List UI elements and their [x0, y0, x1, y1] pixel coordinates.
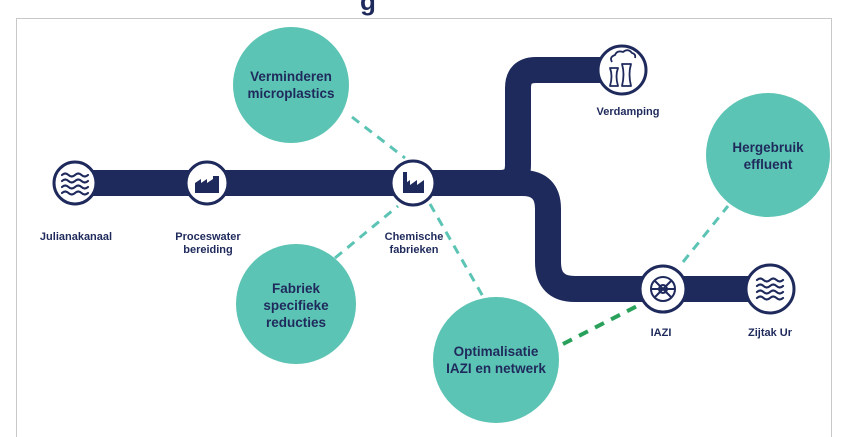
bubble-label-microplastics: Verminderen microplastics	[247, 69, 335, 101]
node-proceswater	[184, 160, 230, 206]
water-waves-icon	[755, 277, 785, 301]
connector-optimalisatie-chem	[428, 203, 487, 301]
connector-hergebruik	[681, 205, 730, 263]
connector-optimalisatie-iazi	[562, 301, 644, 346]
label-zijtak: Zijtak Ur	[747, 327, 792, 339]
label-chemische: Chemische fabrieken	[384, 231, 444, 256]
node-zijtak	[744, 263, 796, 315]
label-proceswater: Proceswater bereiding	[175, 231, 241, 256]
connector-fabriek	[334, 204, 399, 260]
connector-microplastics	[351, 115, 406, 160]
bubble-label-fabriek: Fabriek specifieke reducties	[263, 281, 329, 330]
frame-right-border	[831, 18, 832, 437]
bubble-optimalisatie	[433, 297, 559, 423]
water-waves-icon	[60, 172, 90, 196]
node-julianakanaal	[52, 160, 98, 206]
cooling-tower-icon	[609, 49, 637, 87]
pipe-branch	[470, 170, 770, 302]
bubble-label-hergebruik: Hergebruik effluent	[732, 140, 804, 172]
label-iazi: IAZI	[650, 327, 672, 339]
factory-icon	[195, 176, 219, 193]
node-verdamping	[596, 44, 648, 96]
label-julianakanaal: Julianakanaal	[39, 231, 113, 243]
title-fragment: g	[360, 0, 376, 16]
label-verdamping: Verdamping	[596, 106, 660, 118]
bubble-microplastics	[233, 27, 349, 143]
frame-top-border	[16, 18, 832, 19]
bubble-fabriek	[236, 244, 356, 364]
treatment-plant-icon	[650, 276, 676, 302]
frame-left-border	[16, 18, 17, 437]
factory-icon	[403, 172, 424, 193]
node-chemische	[389, 159, 437, 207]
node-iazi	[638, 264, 688, 314]
bubble-hergebruik	[706, 93, 830, 217]
bubble-label-optimalisatie: Optimalisatie IAZI en netwerk	[446, 344, 546, 376]
connectors	[334, 115, 730, 346]
